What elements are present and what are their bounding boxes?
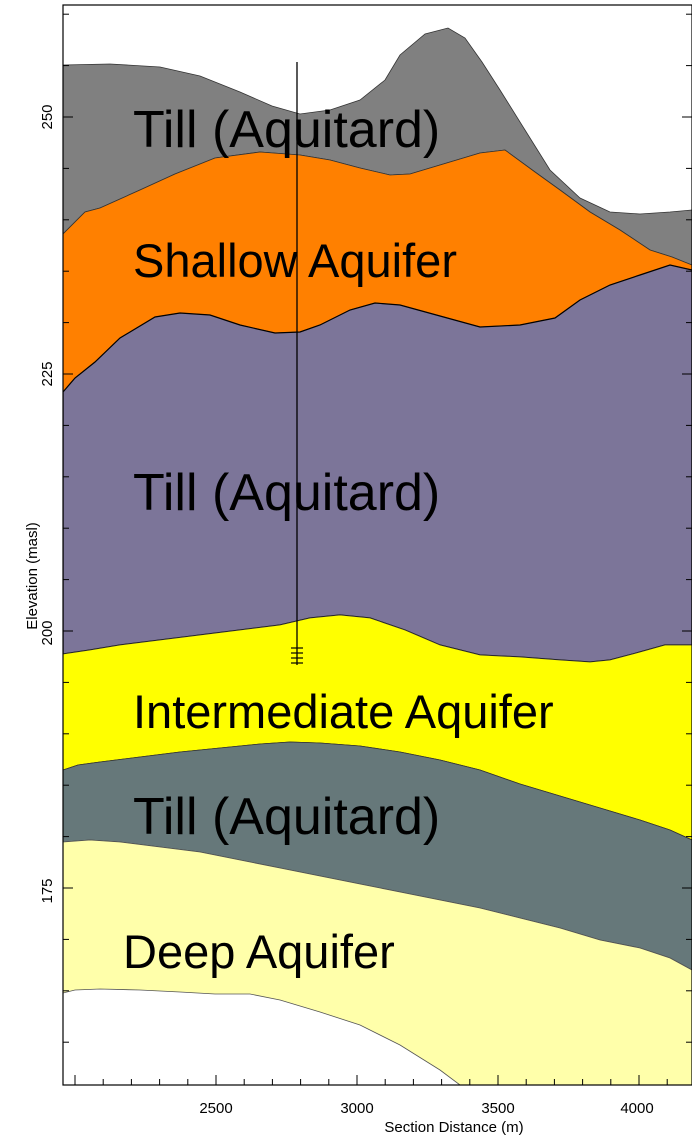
x-tick-label: 3000 [340,1100,373,1117]
label-middle-till: Till (Aquitard) [133,464,440,522]
label-deep-aquifer: Deep Aquifer [123,925,395,978]
y-tick-label: 250 [39,104,56,129]
well-screen-icon [291,647,303,664]
x-tick-label: 2500 [199,1100,232,1117]
y-tick-label: 175 [39,878,56,903]
x-tick-label: 3500 [481,1100,514,1117]
x-axis-title: Section Distance (m) [384,1119,523,1136]
unit-deep-aquifer [63,839,692,1085]
label-intermediate-aquifer: Intermediate Aquifer [133,685,554,738]
y-tick-label: 225 [39,361,56,386]
x-tick-label: 4000 [620,1100,653,1117]
label-shallow-aquifer: Shallow Aquifer [133,234,457,287]
y-tick-label: 200 [39,620,56,645]
label-lower-till: Till (Aquitard) [133,788,440,846]
y-axis-title: Elevation (masl) [24,522,41,630]
axis-ticks [63,13,692,1085]
label-upper-till: Till (Aquitard) [133,101,440,159]
plot-frame [62,4,692,1086]
